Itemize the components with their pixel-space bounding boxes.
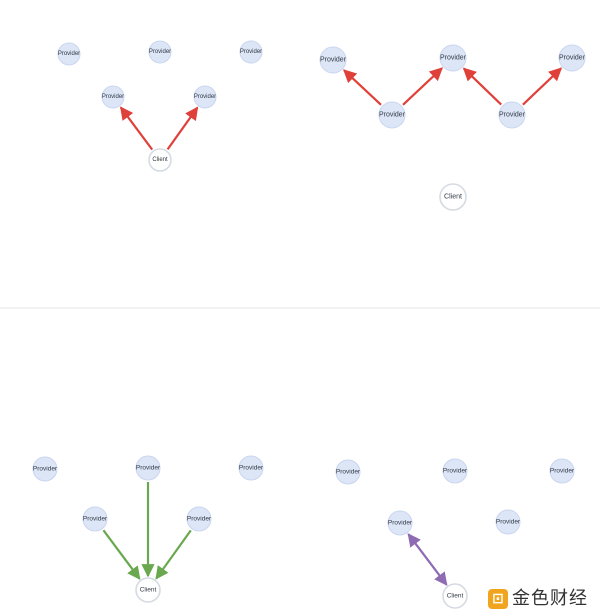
provider-label: Provider [83, 516, 108, 523]
provider-label: Provider [239, 465, 264, 472]
panel-top-left-arrow-c-to-p4 [119, 106, 154, 151]
panel-bottom-left-arrow-p5-to-c [155, 529, 192, 580]
provider-circle [335, 459, 361, 485]
panel-top-left-provider-node-p5: Provider [193, 85, 217, 109]
panel-top-right-arrow-p5-to-p2 [462, 67, 502, 106]
panel-top-left-arrow-c-to-p5 [166, 106, 199, 151]
provider-label: Provider [58, 51, 80, 57]
provider-circle [239, 40, 263, 64]
panel-top-right-client-node: Client [439, 183, 467, 211]
panel-bottom-left-provider-node-p5: Provider [186, 506, 212, 532]
panel-bottom-left-arrow-p4-to-c [102, 529, 141, 580]
provider-label: Provider [440, 55, 467, 62]
provider-label: Provider [388, 520, 413, 527]
provider-label: Provider [496, 519, 521, 526]
watermark-text: 金色财经 [512, 588, 588, 609]
panel-top-right-arrow-p4-to-p1 [343, 69, 382, 106]
provider-label: Provider [443, 468, 468, 475]
panel-bottom-left-provider-node-p2: Provider [135, 455, 161, 481]
panel-top-right-arrow-p5-to-p3 [522, 67, 563, 106]
provider-circle [238, 455, 264, 481]
provider-label: Provider [136, 465, 161, 472]
panel-top-left-provider-node-p3: Provider [239, 40, 263, 64]
provider-label: Provider [559, 55, 586, 62]
provider-circle [135, 455, 161, 481]
panel-top-left-provider-node-p1: Provider [57, 42, 81, 66]
panel-bottom-right-provider-node-p1: Provider [335, 459, 361, 485]
panel-bottom-left-provider-node-p1: Provider [32, 456, 58, 482]
provider-label: Provider [499, 112, 526, 119]
jinse-logo-icon: ⊡ [488, 589, 508, 609]
panel-bottom-right-provider-node-p2: Provider [442, 458, 468, 484]
provider-label: Provider [240, 49, 262, 55]
panel-bottom-right-provider-node-p3: Provider [549, 458, 575, 484]
panel-top-right-provider-node-p3: Provider [558, 44, 586, 72]
provider-label: Provider [149, 49, 171, 55]
panel-bottom-left-provider-node-p3: Provider [238, 455, 264, 481]
provider-circle [82, 506, 108, 532]
provider-label: Provider [320, 57, 347, 64]
provider-label: Provider [194, 94, 216, 100]
panel-bottom-right-provider-node-p4: Provider [387, 510, 413, 536]
panel-top-right-provider-node-p5: Provider [498, 101, 526, 129]
client-label: Client [447, 593, 464, 600]
panel-top-left-provider-node-p2: Provider [148, 40, 172, 64]
provider-circle [32, 456, 58, 482]
provider-circle [558, 44, 586, 72]
provider-label: Provider [336, 469, 361, 476]
client-circle [135, 577, 161, 603]
provider-circle [57, 42, 81, 66]
provider-label: Provider [102, 94, 124, 100]
provider-circle [549, 458, 575, 484]
client-circle [442, 583, 468, 609]
provider-circle [498, 101, 526, 129]
provider-label: Provider [550, 468, 575, 475]
provider-circle [495, 509, 521, 535]
provider-circle [442, 458, 468, 484]
panel-bottom-left-provider-node-p4: Provider [82, 506, 108, 532]
panel-top-right-provider-node-p4: Provider [378, 101, 406, 129]
provider-circle [319, 46, 347, 74]
provider-circle [148, 40, 172, 64]
client-label: Client [152, 157, 168, 163]
client-circle [439, 183, 467, 211]
provider-label: Provider [33, 466, 58, 473]
provider-circle [186, 506, 212, 532]
panel-bottom-right-client-node: Client [442, 583, 468, 609]
panel-top-right-arrow-p4-to-p2 [402, 67, 443, 106]
provider-circle [387, 510, 413, 536]
provider-label: Provider [187, 516, 212, 523]
panel-bottom-right-arrow-p4-to-c [407, 533, 448, 586]
provider-circle [101, 85, 125, 109]
watermark: ⊡ 金色财经 [488, 588, 598, 610]
provider-label: Provider [379, 112, 406, 119]
provider-circle [193, 85, 217, 109]
client-circle [148, 148, 172, 172]
panel-top-right-provider-node-p2: Provider [439, 44, 467, 72]
panel-bottom-left-client-node: Client [135, 577, 161, 603]
provider-circle [439, 44, 467, 72]
panel-bottom-right-provider-node-p5: Provider [495, 509, 521, 535]
panel-top-right-provider-node-p1: Provider [319, 46, 347, 74]
panel-top-left-client-node: Client [148, 148, 172, 172]
client-label: Client [444, 194, 462, 201]
panel-top-left-provider-node-p4: Provider [101, 85, 125, 109]
provider-circle [378, 101, 406, 129]
client-label: Client [140, 587, 157, 594]
